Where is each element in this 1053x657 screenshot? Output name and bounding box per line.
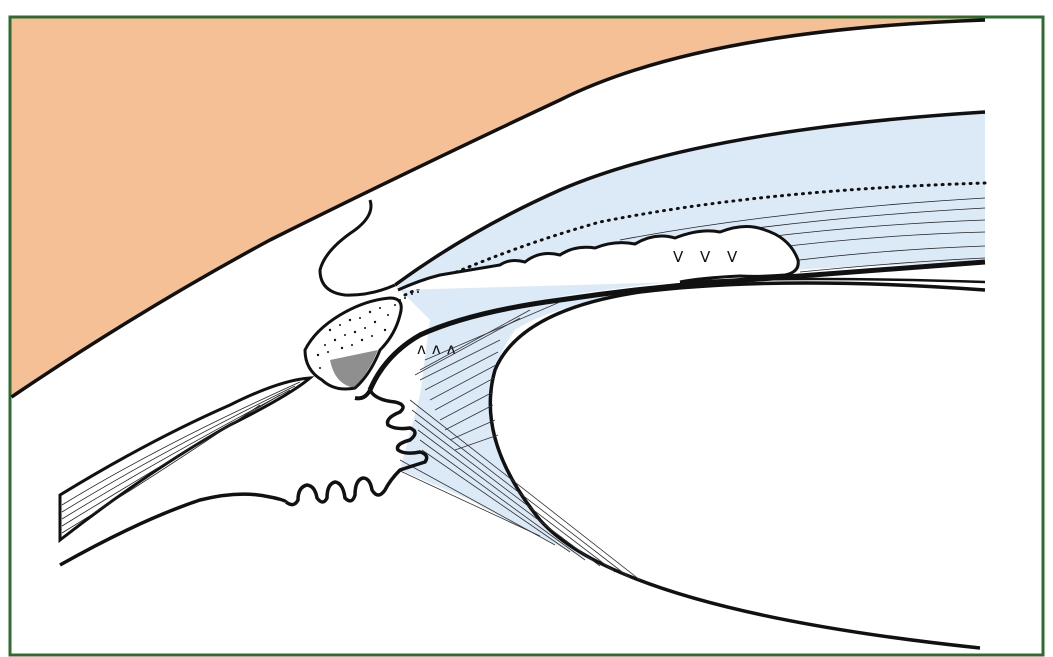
caret-marks-label: ʌʌʌ xyxy=(417,342,462,357)
v-marks-label: V V V xyxy=(673,250,743,265)
